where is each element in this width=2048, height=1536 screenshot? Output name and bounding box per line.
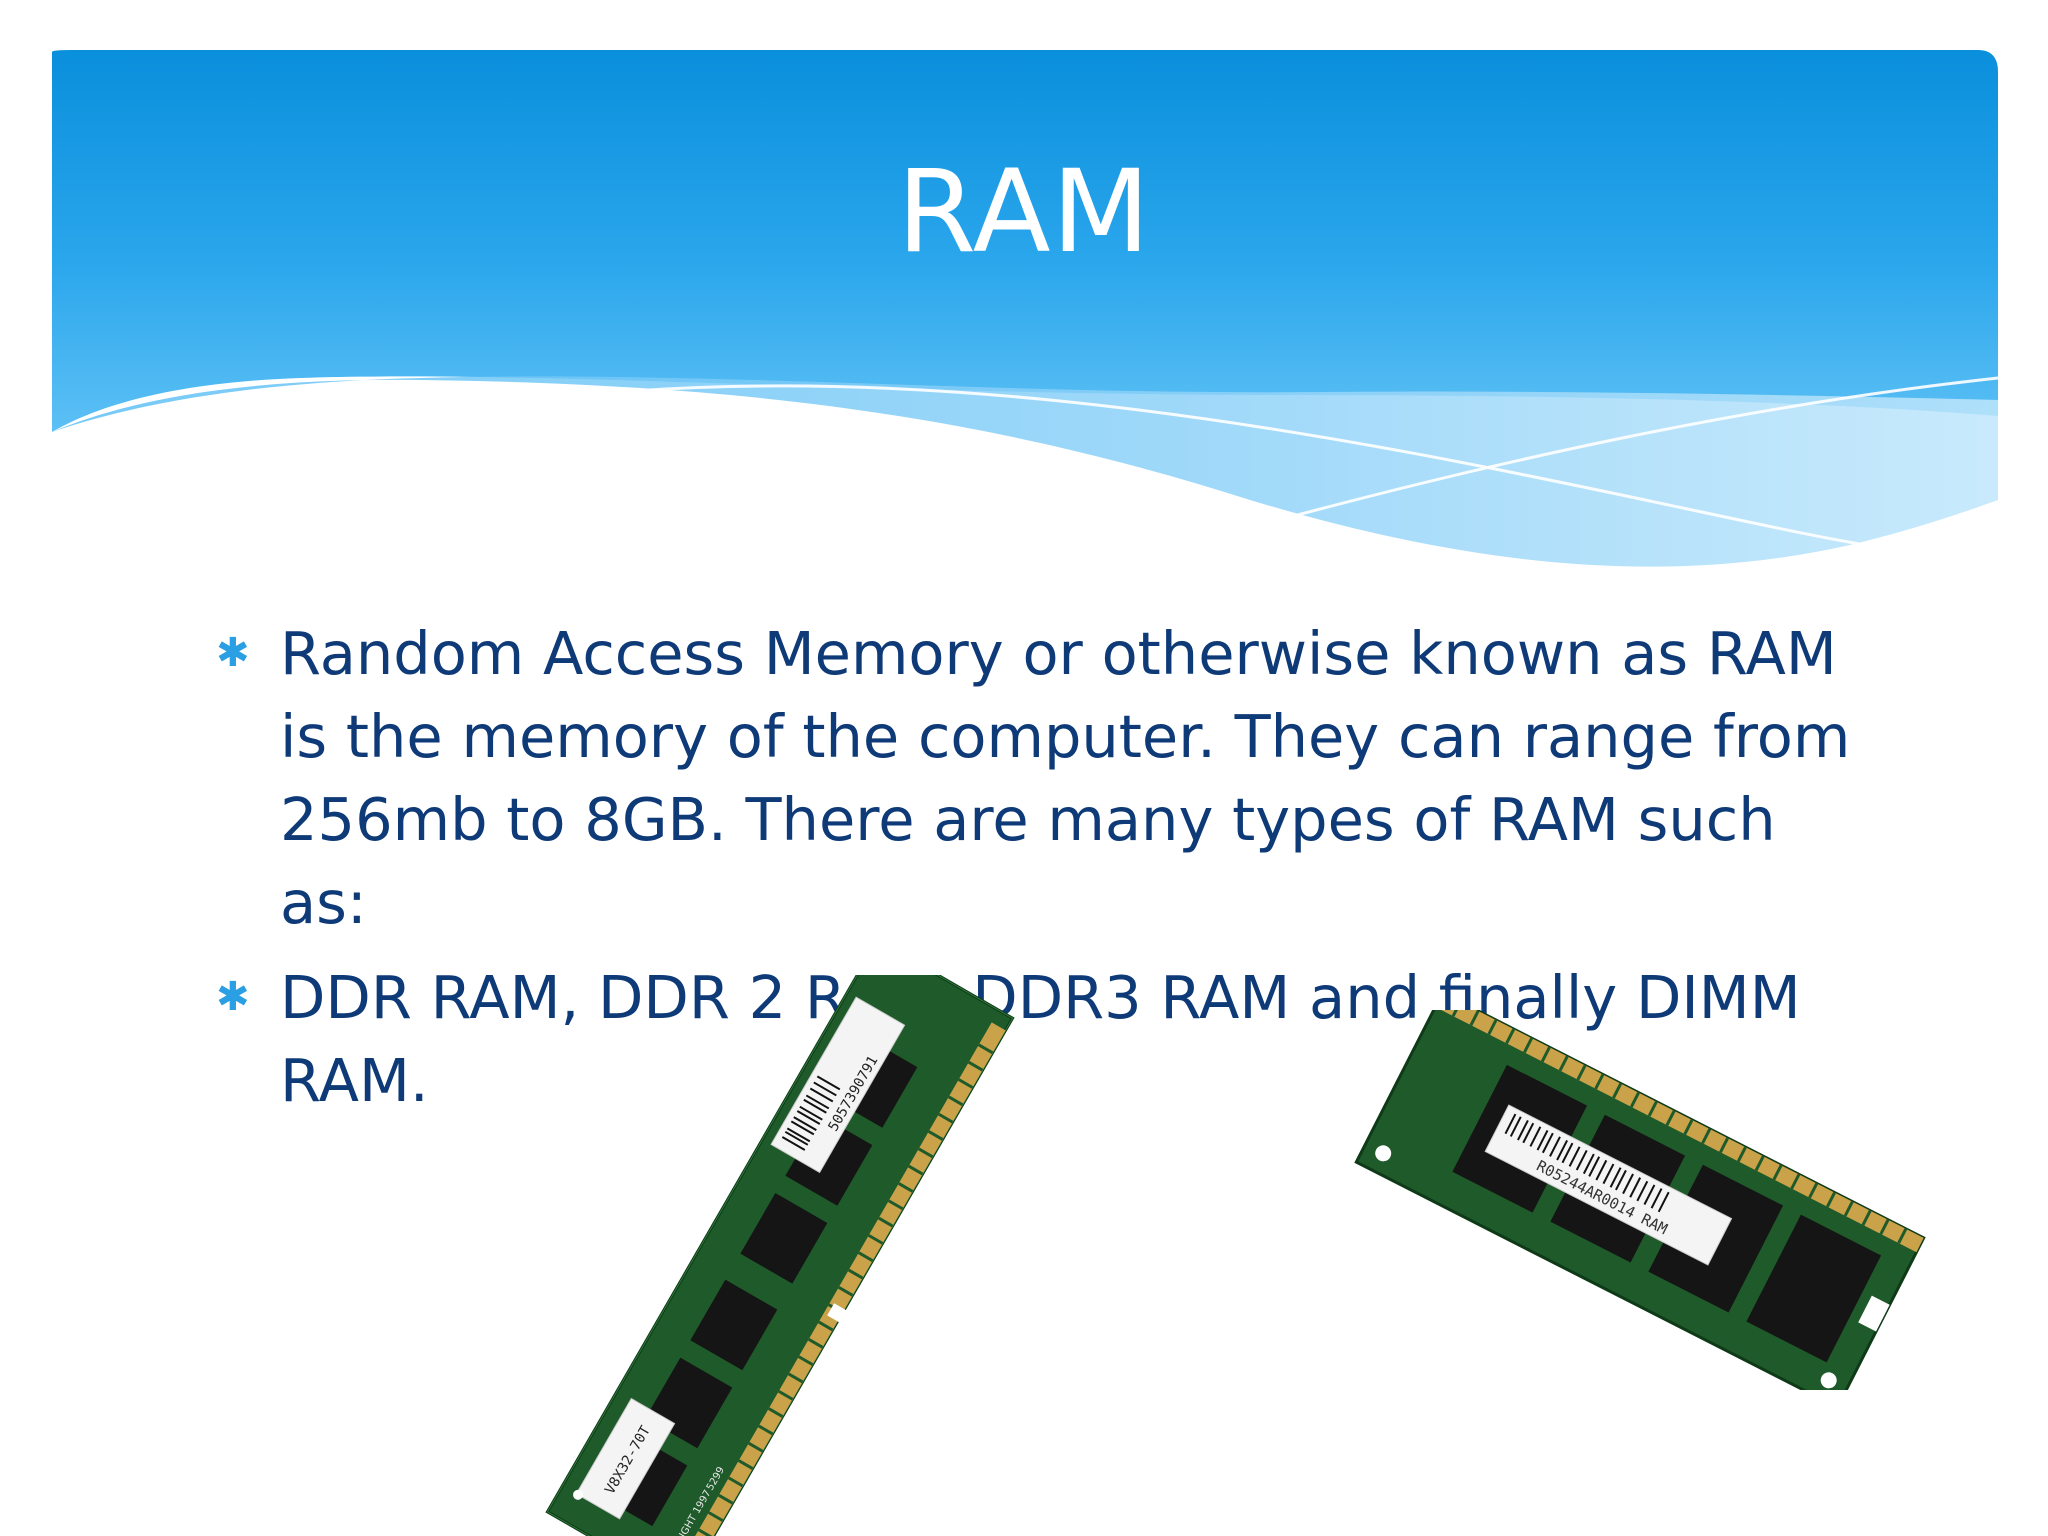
wave-line-2 xyxy=(1259,376,1999,527)
bullet-item: ✱ Random Access Memory or otherwise know… xyxy=(212,612,1852,944)
bullet-text: Random Access Memory or otherwise known … xyxy=(280,619,1851,937)
dimm-ram-image: V8X32-70T 5057390791 COPYRIGHT 1997 5299 xyxy=(545,975,1015,1536)
header-banner xyxy=(52,50,1999,600)
sodimm-ram-image: R05244AR0014 RAM xyxy=(1354,1010,1926,1390)
asterisk-icon: ✱ xyxy=(216,630,250,676)
wave-line-1 xyxy=(619,384,1901,552)
bullet-text: DDR RAM, DDR 2 RAM, DDR3 RAM and finally… xyxy=(280,963,1801,1115)
slide-title: RAM xyxy=(897,145,1151,278)
bullet-item: ✱ DDR RAM, DDR 2 RAM, DDR3 RAM and final… xyxy=(212,956,1852,1122)
asterisk-icon: ✱ xyxy=(216,974,250,1020)
bullet-list: ✱ Random Access Memory or otherwise know… xyxy=(212,612,1852,1134)
wave-white-fill xyxy=(52,389,1998,600)
header-background xyxy=(52,50,1998,432)
wave-band xyxy=(52,376,1998,567)
gold-contacts xyxy=(673,1022,1006,1536)
